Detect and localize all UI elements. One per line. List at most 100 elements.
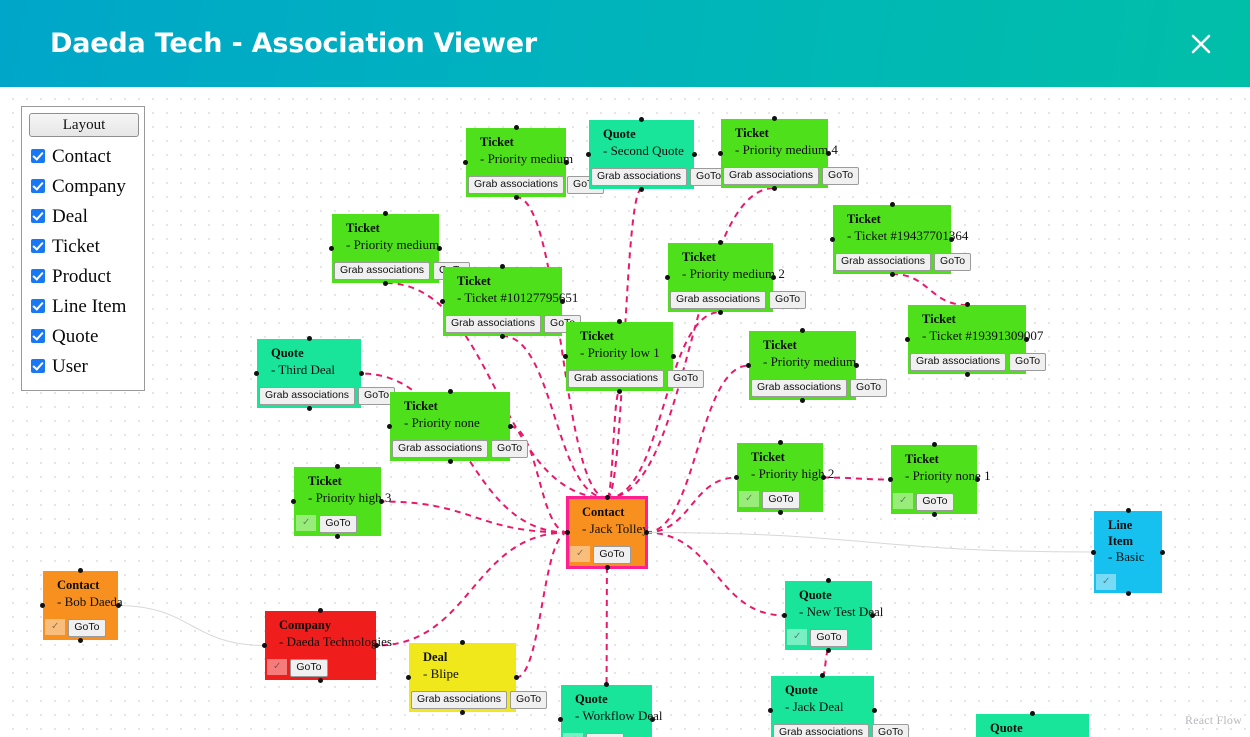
connection-handle-left[interactable] xyxy=(387,423,392,429)
close-icon[interactable] xyxy=(1180,23,1222,65)
connection-handle-left[interactable] xyxy=(1091,549,1096,555)
goto-button[interactable]: GoTo xyxy=(667,369,705,388)
filter-row-product[interactable]: Product xyxy=(29,261,137,291)
goto-button[interactable]: GoTo xyxy=(822,166,860,185)
connection-handle-bottom[interactable] xyxy=(617,388,622,394)
grab-associations-button[interactable]: Grab associations xyxy=(910,352,1007,371)
grab-associations-button[interactable]: Grab associations xyxy=(411,690,508,709)
grabbed-check-icon[interactable]: ✓ xyxy=(267,658,288,675)
connection-handle-right[interactable] xyxy=(359,370,364,376)
connection-handle-right[interactable] xyxy=(975,476,980,482)
connection-handle-right[interactable] xyxy=(116,602,121,608)
grabbed-check-icon[interactable]: ✓ xyxy=(893,492,914,509)
checkbox-product[interactable] xyxy=(31,269,45,283)
connection-handle-right[interactable] xyxy=(671,353,676,359)
grabbed-check-icon[interactable]: ✓ xyxy=(296,514,317,531)
connection-handle-top[interactable] xyxy=(820,673,825,678)
connection-handle-left[interactable] xyxy=(329,245,334,251)
connection-handle-right[interactable] xyxy=(821,474,826,480)
connection-handle-bottom[interactable] xyxy=(306,405,312,411)
connection-handle-top[interactable] xyxy=(800,328,805,333)
connection-handle-bottom[interactable] xyxy=(772,185,777,191)
connection-handle-top[interactable] xyxy=(639,117,644,122)
filter-row-line-item[interactable]: Line Item xyxy=(29,291,137,321)
node-c-bob[interactable]: Contact- Bob Daeda✓GoTo xyxy=(40,568,123,643)
connection-handle-right[interactable] xyxy=(560,298,565,304)
connection-handle-left[interactable] xyxy=(782,612,787,618)
filter-row-quote[interactable]: Quote xyxy=(29,321,137,351)
connection-handle-bottom[interactable] xyxy=(500,333,505,339)
connection-handle-top[interactable] xyxy=(500,264,505,269)
node-t-none-1[interactable]: Ticket- Priority none 1✓GoTo xyxy=(888,442,991,517)
react-flow-attribution[interactable]: React Flow xyxy=(1185,713,1242,727)
node-t-high-2[interactable]: Ticket- Priority high 2✓GoTo xyxy=(734,440,834,515)
connection-handle-left[interactable] xyxy=(558,716,563,722)
connection-handle-top[interactable] xyxy=(1030,711,1035,716)
grab-associations-button[interactable]: Grab associations xyxy=(751,378,848,397)
grabbed-check-icon[interactable]: ✓ xyxy=(739,490,760,507)
connection-handle-top[interactable] xyxy=(772,116,777,121)
grab-associations-button[interactable]: Grab associations xyxy=(835,252,932,271)
connection-handle-top[interactable] xyxy=(889,202,895,207)
connection-handle-bottom[interactable] xyxy=(1125,591,1131,597)
connection-handle-right[interactable] xyxy=(508,423,513,429)
connection-handle-right[interactable] xyxy=(644,529,649,535)
connection-handle-left[interactable] xyxy=(406,674,411,680)
connection-handle-top[interactable] xyxy=(604,495,610,500)
connection-handle-left[interactable] xyxy=(254,370,259,376)
goto-button[interactable]: GoTo xyxy=(68,618,106,637)
connection-handle-left[interactable] xyxy=(734,474,739,480)
connection-handle-left[interactable] xyxy=(718,150,723,156)
goto-button[interactable]: GoTo xyxy=(934,252,972,271)
connection-handle-bottom[interactable] xyxy=(826,647,831,653)
connection-handle-left[interactable] xyxy=(665,274,670,280)
goto-button[interactable]: GoTo xyxy=(510,690,548,709)
node-q-workflow[interactable]: Quote- Workflow Deal✓GoTo xyxy=(558,682,663,737)
node-q-newtest[interactable]: Quote- New Test Deal✓GoTo xyxy=(782,578,883,653)
checkbox-user[interactable] xyxy=(31,359,45,373)
grab-associations-button[interactable]: Grab associations xyxy=(468,175,565,194)
connection-handle-bottom[interactable] xyxy=(777,509,783,515)
connection-handle-right[interactable] xyxy=(949,236,954,242)
connection-handle-right[interactable] xyxy=(870,612,875,618)
checkbox-contact[interactable] xyxy=(31,149,45,163)
connection-handle-top[interactable] xyxy=(383,211,388,216)
grab-associations-button[interactable]: Grab associations xyxy=(670,290,767,309)
connection-handle-left[interactable] xyxy=(563,353,568,359)
connection-handle-left[interactable] xyxy=(565,529,570,535)
connection-handle-left[interactable] xyxy=(463,159,468,165)
filter-row-company[interactable]: Company xyxy=(29,171,137,201)
filter-row-user[interactable]: User xyxy=(29,351,137,381)
goto-button[interactable]: GoTo xyxy=(810,628,848,647)
grab-associations-button[interactable]: Grab associations xyxy=(259,386,356,405)
connection-handle-right[interactable] xyxy=(1160,549,1165,555)
connection-handle-top[interactable] xyxy=(617,319,622,324)
node-li-basic[interactable]: Line Item- Basic✓ xyxy=(1091,508,1165,597)
node-comp-daeda[interactable]: Company- Daeda Technologies✓GoTo xyxy=(262,608,392,683)
connection-handle-bottom[interactable] xyxy=(931,511,937,517)
goto-button[interactable]: GoTo xyxy=(290,658,328,677)
connection-handle-left[interactable] xyxy=(586,151,591,157)
connection-handle-top[interactable] xyxy=(306,336,312,341)
connection-handle-left[interactable] xyxy=(746,362,751,368)
grab-associations-button[interactable]: Grab associations xyxy=(392,439,489,458)
grabbed-check-icon[interactable]: ✓ xyxy=(1096,574,1117,591)
connection-handle-top[interactable] xyxy=(78,568,83,573)
connection-handle-bottom[interactable] xyxy=(639,186,644,192)
checkbox-quote[interactable] xyxy=(31,329,45,343)
connection-handle-right[interactable] xyxy=(854,362,859,368)
grab-associations-button[interactable]: Grab associations xyxy=(723,166,820,185)
connection-handle-left[interactable] xyxy=(768,707,773,713)
connection-handle-bottom[interactable] xyxy=(800,397,805,403)
connection-handle-top[interactable] xyxy=(931,442,937,447)
connection-handle-left[interactable] xyxy=(830,236,835,242)
checkbox-line-item[interactable] xyxy=(31,299,45,313)
grab-associations-button[interactable]: Grab associations xyxy=(568,369,665,388)
